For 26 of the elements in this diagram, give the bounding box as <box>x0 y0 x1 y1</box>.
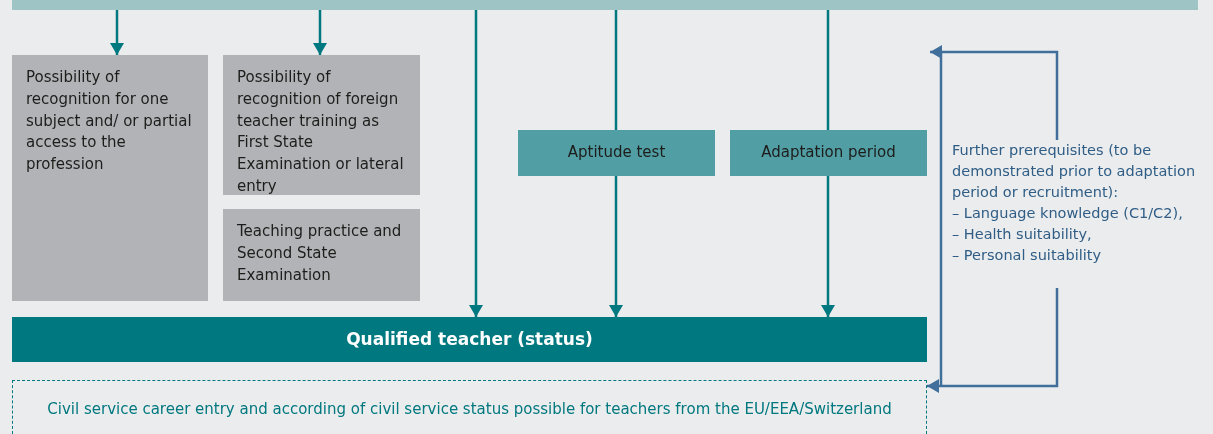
node-text: – Health suitability, <box>952 225 1093 245</box>
arrow <box>313 10 327 55</box>
node-text: Civil service career entry and according of civil service status possible for teachers from the EU/EEA/Switzerland <box>47 398 892 420</box>
process-box <box>223 55 420 195</box>
node-text: Possibility of recognition for one subject and/ or partial access to the profession <box>26 67 193 175</box>
arrow <box>821 176 835 317</box>
node-text: Adaptation period <box>761 142 896 164</box>
node-text: Aptitude test <box>567 142 666 164</box>
node-text: – Personal suitability <box>952 246 1102 266</box>
arrow <box>930 45 1059 140</box>
process-box <box>518 130 715 176</box>
node-text: Further prerequisites (to be demonstrated prior to adaptation period or recruitment): <box>952 141 1197 203</box>
arrow <box>110 10 124 55</box>
arrow <box>927 288 1059 393</box>
process-box <box>223 209 420 301</box>
note-box <box>12 380 927 434</box>
result-bar <box>12 317 927 362</box>
node-text: Teaching practice and Second State Examination <box>237 221 403 286</box>
node-text: – Language knowledge (C1/C2), <box>952 204 1184 224</box>
node-text: Qualified teacher (status) <box>346 328 593 352</box>
arrow <box>609 176 623 317</box>
process-box <box>12 55 208 301</box>
top-bar <box>12 0 1198 10</box>
node-text: Possibility of recognition of foreign teacher training as First State Examination or lateral entry <box>237 67 405 197</box>
arrow <box>469 10 483 317</box>
process-box <box>730 130 927 176</box>
